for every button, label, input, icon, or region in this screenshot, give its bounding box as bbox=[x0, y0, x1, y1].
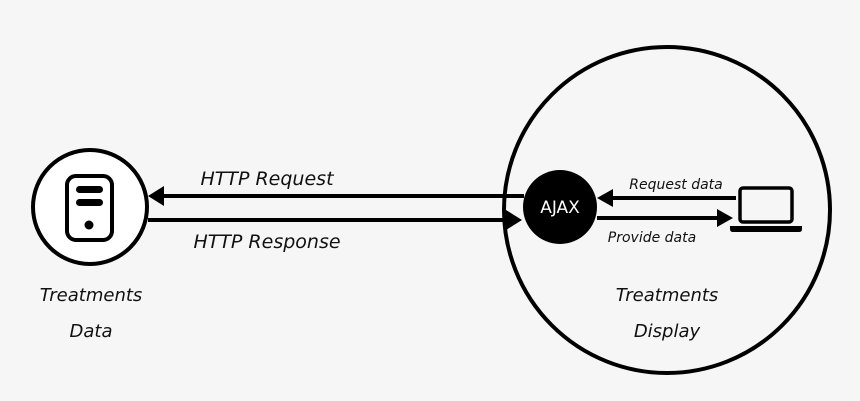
server-label-line2: Data bbox=[70, 321, 113, 342]
http-response-arrow bbox=[148, 210, 522, 230]
laptop-icon bbox=[730, 186, 802, 232]
provide-data-arrow bbox=[597, 209, 733, 227]
ajax-node bbox=[523, 170, 597, 244]
ajax-label: AJAX bbox=[540, 198, 580, 218]
server-label-line1: Treatments bbox=[40, 285, 143, 306]
server-circle bbox=[31, 148, 149, 266]
server-icon bbox=[65, 174, 114, 242]
http-request-arrow bbox=[148, 186, 524, 206]
client-label-line2: Display bbox=[634, 321, 701, 342]
http-request-label: HTTP Request bbox=[200, 168, 335, 190]
http-response-label: HTTP Response bbox=[193, 231, 340, 253]
provide-data-label: Provide data bbox=[608, 230, 696, 246]
ajax-circle bbox=[523, 170, 597, 244]
client-label-line1: Treatments bbox=[616, 285, 719, 306]
request-data-label: Request data bbox=[629, 177, 722, 193]
request-data-arrow bbox=[597, 189, 736, 207]
server-node bbox=[31, 148, 149, 266]
client-boundary-circle bbox=[502, 45, 832, 375]
